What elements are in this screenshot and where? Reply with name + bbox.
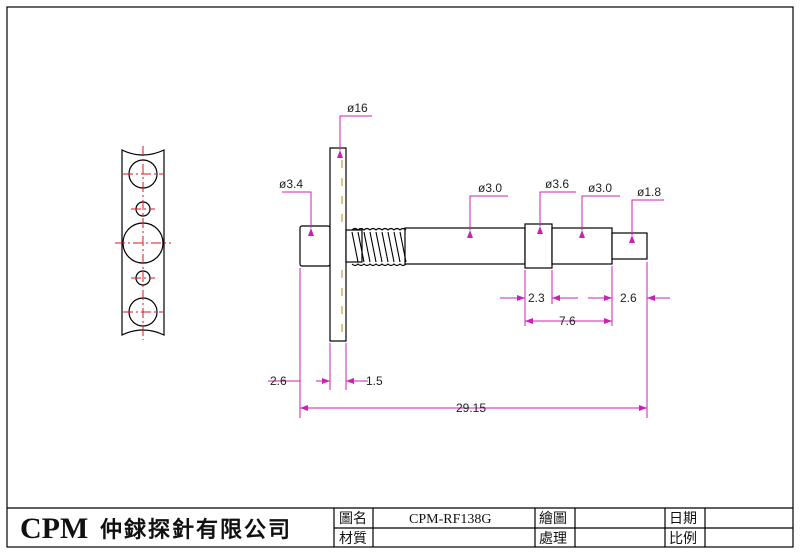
dim-flange-dia: ø16 (347, 101, 368, 115)
dim-flange-thk: 1.5 (366, 374, 383, 388)
dim-pin-dia: ø1.8 (637, 185, 661, 199)
drawing-name-label: 圖名 (339, 511, 367, 527)
dim-pin-len: 2.6 (620, 291, 637, 305)
date-label: 日期 (669, 511, 697, 527)
brand-logo: CPM (20, 512, 88, 545)
material-label: 材質 (339, 531, 367, 547)
dim-span-len: 7.6 (559, 314, 576, 328)
dimension-lines (268, 115, 670, 418)
company-name: 仲銶探針有限公司 (100, 517, 292, 543)
dim-tip-len: 2.6 (270, 374, 287, 388)
dim-shaft-dia: ø3.0 (478, 181, 502, 195)
dim-total-len: 29.15 (456, 401, 486, 415)
drawn-label: 繪圖 (539, 510, 567, 527)
title-block (7, 507, 793, 547)
probe-body (299, 147, 648, 342)
side-view-centerlines (115, 146, 171, 340)
scale-label: 比例 (669, 531, 697, 547)
dim-shaft2-dia: ø3.0 (588, 181, 612, 195)
drawing-frame (6, 6, 794, 548)
dim-collar-dia: ø3.6 (545, 177, 569, 191)
spring (351, 227, 407, 267)
dim-tip-dia: ø3.4 (279, 177, 303, 191)
drawing-name: CPM-RF138G (409, 512, 491, 527)
dim-collar-len: 2.3 (528, 291, 545, 305)
treatment-label: 處理 (539, 531, 567, 547)
